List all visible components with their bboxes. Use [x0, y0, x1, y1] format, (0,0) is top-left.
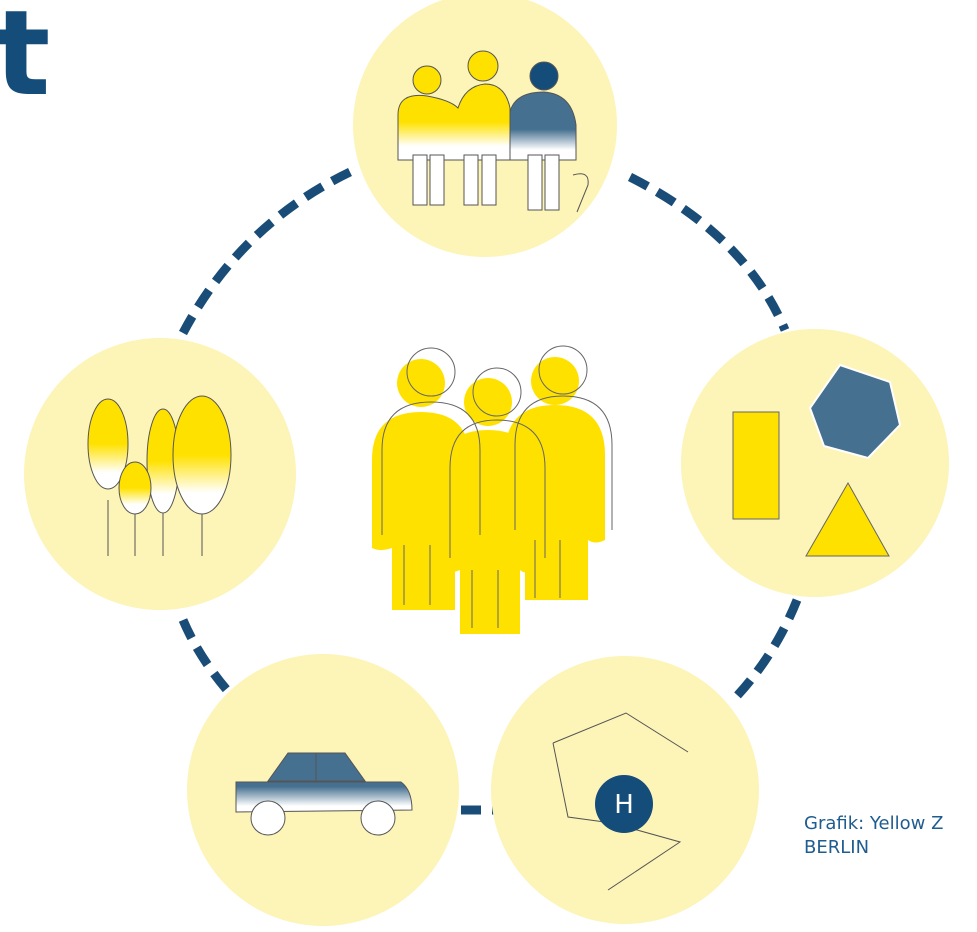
dashed-connectors — [178, 167, 802, 815]
connector-right-bottom — [732, 598, 802, 701]
credit-line-2: BERLIN — [804, 837, 870, 858]
people-group-icon — [397, 50, 589, 213]
heading-fragment: t — [0, 0, 51, 122]
connector-top-left — [179, 167, 352, 336]
car-icon — [235, 752, 413, 836]
bus-stop-letter: H — [614, 790, 634, 820]
trees-icon — [87, 395, 232, 556]
shapes-icon — [732, 363, 902, 557]
circle-space — [681, 329, 949, 597]
image-credit: Grafik: Yellow Z BERLIN — [804, 812, 943, 860]
connector-left-bottom — [178, 618, 237, 700]
central-people-icon — [372, 345, 613, 634]
credit-line-1: Grafik: Yellow Z — [804, 813, 944, 834]
connector-top-right — [627, 172, 790, 332]
bus-stop-icon — [595, 775, 653, 833]
route-stop-icon: H — [552, 712, 689, 891]
